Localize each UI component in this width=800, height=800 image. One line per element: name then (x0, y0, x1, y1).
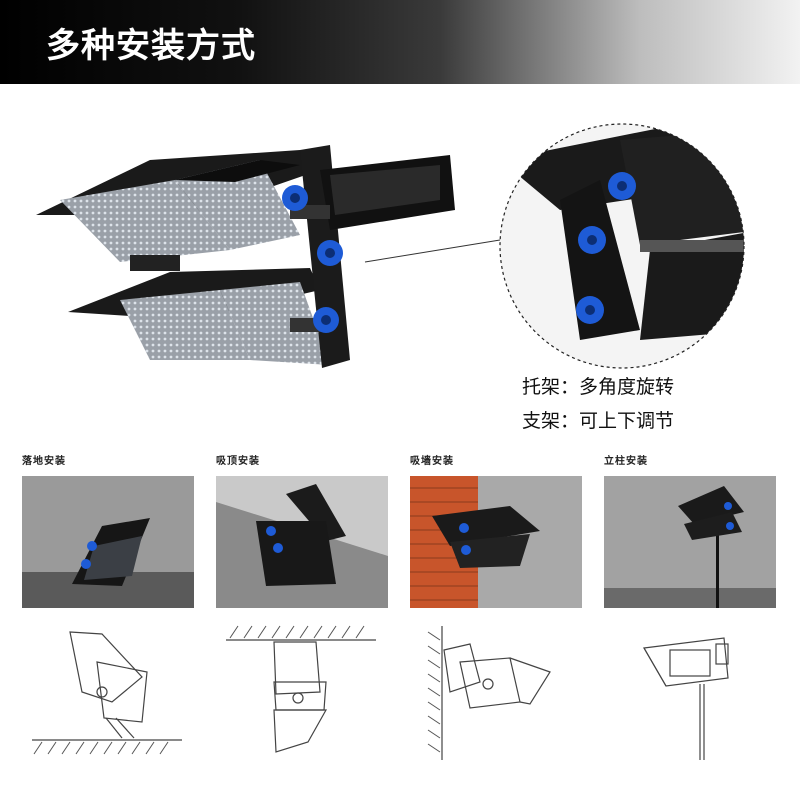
method-label: 落地安装 (22, 456, 66, 467)
detail-pointer-line (364, 239, 501, 263)
floor-mount-photo (22, 476, 194, 608)
method-label: 吸墙安装 (410, 456, 454, 467)
method-label: 立柱安装 (604, 456, 648, 467)
bracket-caption: 托架：多角度旋转 (522, 376, 675, 398)
page-title: 多种安装方式 (46, 26, 256, 66)
pole-mount-photo (604, 476, 776, 608)
upper-floodlight (36, 150, 320, 271)
method-floor: 落地安装 (22, 452, 192, 467)
floor-mount-sketch (32, 631, 182, 755)
pole-mount-sketch (643, 637, 729, 760)
method-ceiling: 吸顶安装 (216, 452, 386, 467)
wall-mount-photo (410, 476, 582, 608)
ceiling-mount-photo (216, 476, 388, 608)
mounting-bracket (290, 145, 455, 368)
method-label: 吸顶安装 (216, 456, 260, 467)
method-wall: 吸墙安装 (410, 452, 580, 467)
adjustment-knob-icon (282, 185, 343, 333)
header-banner: 多种安装方式 (0, 0, 800, 84)
support-caption: 支架：可上下调节 (522, 410, 675, 432)
ceiling-mount-sketch (226, 625, 376, 753)
detail-zoom-circle (499, 123, 745, 369)
lower-floodlight (68, 268, 330, 365)
wall-mount-sketch (427, 626, 551, 760)
hero-product-image (36, 123, 745, 369)
method-pole: 立柱安装 (604, 452, 774, 467)
